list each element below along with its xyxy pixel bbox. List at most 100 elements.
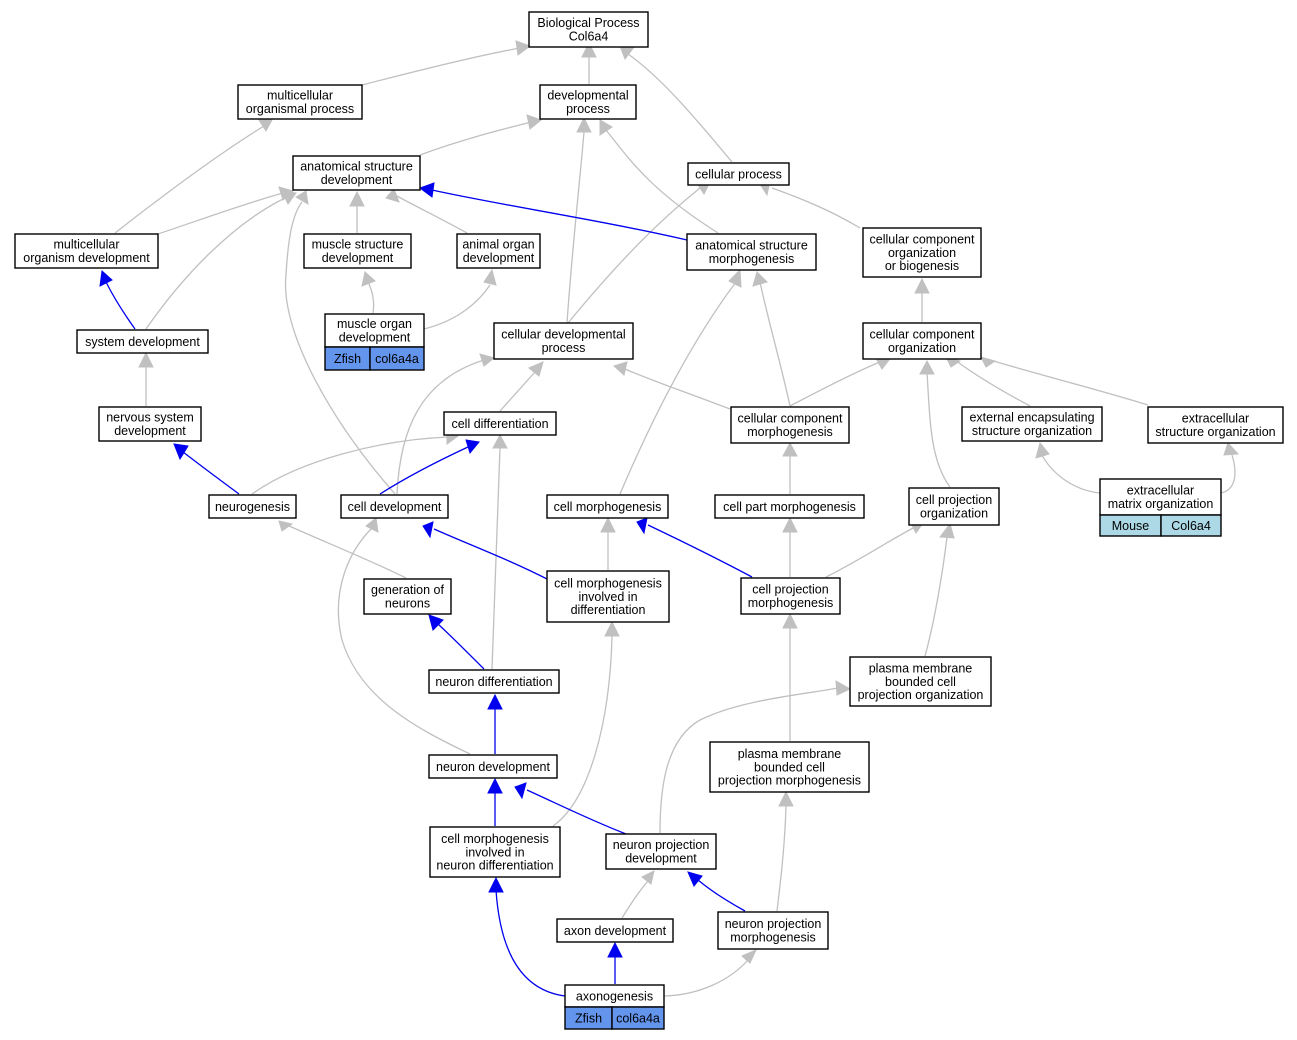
edge-line: [659, 687, 839, 834]
annotation-gene-cell[interactable]: col6a4a: [611, 1006, 665, 1030]
node-box: [98, 406, 202, 442]
annotation-species-cell[interactable]: Zfish: [564, 1006, 613, 1030]
is-a-edge: [789, 354, 890, 407]
annotation-gene-cell[interactable]: col6a4a: [369, 346, 425, 371]
go-term-node-axd[interactable]: axon development: [556, 918, 674, 943]
edge-arrowhead: [641, 870, 655, 885]
annotation-species-cell[interactable]: Mouse: [1099, 514, 1162, 537]
node-label-line: projection morphogenesis: [718, 774, 861, 788]
edge-line: [379, 446, 469, 495]
edge-arrowhead: [465, 439, 480, 455]
part-of-edge: [607, 941, 623, 984]
annotation-species-cell[interactable]: Zfish: [324, 346, 371, 371]
node-label-line: matrix organization: [1108, 497, 1214, 511]
edge-line: [552, 635, 613, 827]
edge-line: [419, 121, 532, 156]
edge-arrowhead: [778, 790, 794, 807]
is-a-edge: [499, 361, 544, 412]
node-label-line: cell projection: [752, 583, 828, 597]
go-term-node-cpm[interactable]: cell part morphogenesis: [714, 494, 865, 519]
node-label-line: cellular component: [870, 328, 975, 342]
node-label-line: neuron development: [436, 760, 550, 774]
is-a-edge: [599, 119, 719, 234]
go-term-node-cp[interactable]: cellular process: [687, 162, 790, 186]
is-a-edge: [114, 117, 274, 234]
node-label-line: development: [322, 251, 394, 265]
edge-arrowhead: [422, 521, 434, 539]
node-label-line: development: [339, 331, 411, 345]
edge-arrowhead: [281, 190, 297, 205]
go-term-node-neurd[interactable]: neuron differentiation: [428, 669, 560, 694]
node-label-line: differentiation: [571, 603, 646, 617]
node-label-line: morphogenesis: [748, 596, 833, 610]
node-label-line: extracellular: [1127, 484, 1194, 498]
go-term-node-neurdev[interactable]: neuron development: [428, 754, 558, 779]
node-label-line: cell morphogenesis: [554, 500, 662, 514]
go-term-node-celld[interactable]: cell differentiation: [443, 411, 557, 436]
node-box: [740, 577, 841, 615]
node-label-line: cell morphogenesis: [554, 576, 662, 590]
edge-arrowhead: [349, 190, 365, 207]
node-label-line: involved in: [465, 845, 524, 859]
annotation-cell-box: [1160, 514, 1222, 537]
annotation-cell-label: Zfish: [575, 1011, 602, 1025]
part-of-edge: [487, 693, 503, 754]
go-term-node-sysd[interactable]: system development: [76, 329, 209, 354]
edge-line: [361, 47, 521, 86]
node-label-line: morphogenesis: [747, 425, 832, 439]
edge-line: [624, 368, 731, 410]
edge-line: [499, 371, 536, 412]
edge-arrowhead: [526, 114, 543, 130]
go-term-node-celldev[interactable]: cell development: [340, 494, 449, 519]
edge-arrowhead: [514, 782, 527, 800]
annotation-gene-cell[interactable]: Col6a4: [1160, 514, 1222, 537]
go-term-node-neurog[interactable]: neurogenesis: [208, 494, 297, 519]
edge-arrowhead: [1223, 442, 1240, 456]
edge-line: [114, 125, 265, 234]
is-a-edge: [419, 114, 543, 156]
edge-arrowhead: [782, 441, 798, 457]
edge-line: [433, 528, 550, 581]
is-a-edge: [914, 277, 930, 322]
node-label-line: organization: [888, 246, 956, 260]
node-box: [717, 911, 829, 950]
edge-arrowhead: [752, 271, 768, 287]
node-label-line: bounded cell: [885, 675, 956, 689]
node-label-line: anatomical structure: [300, 160, 413, 174]
node-label-line: neurons: [385, 597, 430, 611]
node-label-line: plasma membrane: [738, 747, 842, 761]
node-box: [429, 826, 561, 878]
go-term-node-cellmorph[interactable]: cell morphogenesis: [546, 494, 669, 519]
annotation-cell-label: Col6a4: [1171, 519, 1211, 533]
edge-line: [926, 371, 951, 488]
edge-arrowhead: [428, 614, 444, 631]
node-box: [493, 322, 634, 360]
